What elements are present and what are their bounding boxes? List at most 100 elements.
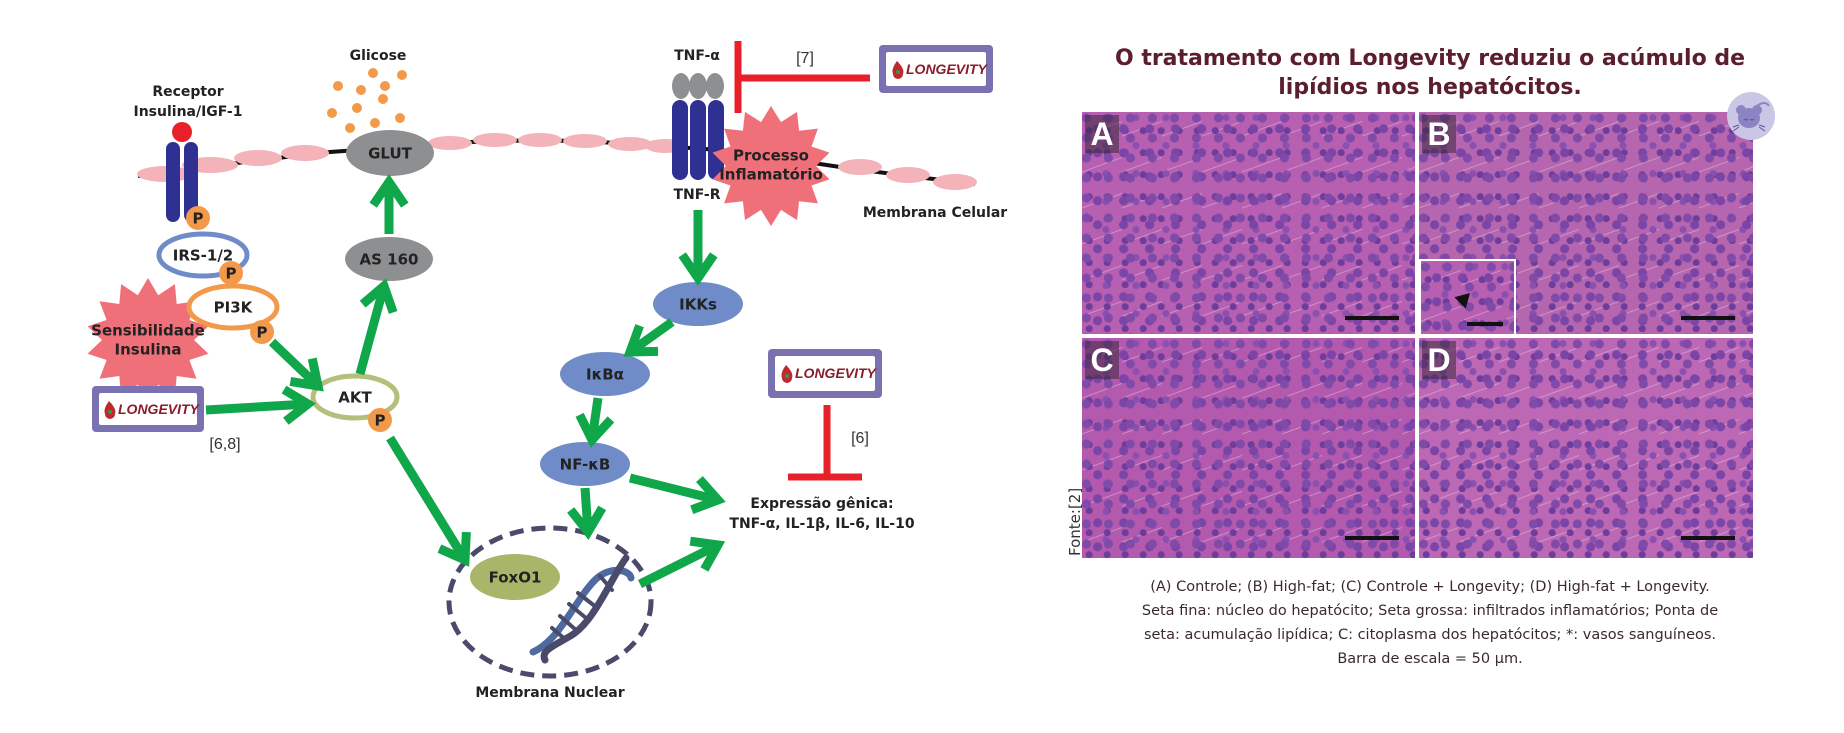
svg-text:LONGEVITY: LONGEVITY — [118, 401, 201, 417]
svg-text:Insulina: Insulina — [115, 341, 182, 359]
ref-akt: [6,8] — [209, 436, 240, 453]
svg-text:GLUT: GLUT — [368, 145, 413, 163]
ref-tnf: [7] — [796, 50, 814, 67]
source-label: Fonte:[2] — [1066, 487, 1084, 556]
inhibition-tnf — [734, 41, 870, 113]
title-line-2: lipídios nos hepatócitos. — [1278, 75, 1582, 100]
panel-label-b: B — [1422, 115, 1456, 153]
cell-membrane-label: Membrana Celular — [863, 205, 1007, 221]
pi3k-phospho: P — [250, 320, 274, 344]
svg-text:AS 160: AS 160 — [360, 251, 419, 269]
scale-bar — [1681, 536, 1735, 540]
svg-text:P: P — [375, 412, 386, 430]
inhibition-expression — [788, 405, 862, 481]
caption-line: seta: acumulação lipídica; C: citoplasma… — [1143, 627, 1717, 643]
figure-caption: (A) Controle; (B) High-fat; (C) Controle… — [1080, 575, 1780, 671]
scale-bar — [1467, 322, 1503, 326]
scale-bar — [1345, 316, 1399, 320]
tnf-receptor — [672, 100, 724, 180]
ref-expression: [6] — [851, 430, 869, 447]
micrograph-panel-b: B — [1419, 112, 1753, 334]
arrow-akt-to-as160 — [355, 278, 398, 376]
insulin-sensitivity-starburst: Sensibilidade Insulina — [87, 278, 209, 402]
receptor-label-line2: Insulina/IGF-1 — [134, 104, 243, 120]
receptor-label-line1: Receptor — [152, 84, 223, 100]
caption-line: Barra de escala = 50 µm. — [1337, 651, 1523, 667]
tnf-alpha-label: TNF-α — [674, 48, 720, 64]
micrograph-panel-d: D — [1419, 338, 1753, 558]
nuclear-membrane-label: Membrana Nuclear — [475, 685, 624, 701]
svg-text:IRS-1/2: IRS-1/2 — [173, 247, 234, 265]
tnf-r-label: TNF-R — [674, 187, 721, 203]
mouse-icon — [1727, 92, 1775, 140]
arrow-ikks-to-ikba — [623, 318, 675, 357]
tnf-alpha-ligands — [672, 73, 724, 99]
svg-text:Processo: Processo — [733, 147, 809, 165]
as160-node: AS 160 — [345, 237, 433, 281]
insulin-ligand-icon — [172, 122, 192, 142]
ikba-node: IκBα — [560, 352, 650, 396]
irs-phospho: P — [219, 261, 243, 285]
arrow-akt-to-foxo1 — [386, 435, 471, 567]
svg-text:P: P — [226, 265, 237, 283]
longevity-badge-tnf: LONGEVITY — [879, 45, 993, 93]
longevity-drop-icon — [781, 365, 793, 383]
pi3k-node: PI3K — [186, 283, 280, 331]
glut-node: GLUT — [346, 130, 434, 176]
svg-text:Inflamatório: Inflamatório — [719, 166, 823, 184]
receptor-phospho: P — [186, 206, 210, 230]
svg-text:AKT: AKT — [338, 389, 372, 407]
svg-text:Sensibilidade: Sensibilidade — [91, 322, 205, 340]
arrow-as160-to-glut — [369, 174, 409, 234]
svg-text:LONGEVITY: LONGEVITY — [795, 365, 878, 381]
longevity-badge-expression: LONGEVITY — [768, 349, 882, 398]
dna-icon — [529, 554, 635, 664]
arrow-longevity-to-akt — [205, 385, 316, 425]
micrograph-panel-a: A — [1082, 112, 1415, 334]
inflammatory-process-starburst: Processo Inflamatório — [712, 106, 830, 226]
nfkb-node: NF-κB — [540, 442, 630, 486]
arrow-tnfr-to-ikks — [678, 210, 718, 286]
arrow-nfkb-to-dna — [567, 487, 607, 540]
svg-text:LONGEVITY: LONGEVITY — [906, 61, 989, 77]
glucose-molecules — [327, 68, 407, 133]
scale-bar — [1345, 536, 1399, 540]
caption-line: (A) Controle; (B) High-fat; (C) Controle… — [1150, 579, 1710, 595]
panel-label-d: D — [1422, 341, 1456, 379]
gene-expression-label: Expressão gênica: — [750, 496, 893, 512]
svg-text:IκBα: IκBα — [586, 366, 624, 384]
longevity-drop-icon — [104, 401, 116, 419]
akt-phospho: P — [368, 408, 392, 432]
akt-node: AKT — [310, 373, 400, 421]
panel-label-a: A — [1085, 115, 1119, 153]
inflammatory-infiltrate-inset — [1419, 259, 1516, 334]
cell-membrane — [137, 133, 977, 190]
receptor-chain-right — [184, 142, 198, 222]
panel-label-c: C — [1085, 341, 1119, 379]
longevity-drop-icon — [892, 61, 904, 79]
activation-arrows — [205, 174, 726, 589]
micrograph-panel-c: C — [1082, 338, 1415, 558]
nuclear-membrane — [446, 525, 654, 679]
svg-text:P: P — [193, 210, 204, 228]
arrow-pi3k-to-akt — [268, 338, 324, 392]
scale-bar — [1681, 316, 1735, 320]
histology-title: O tratamento com Longevity reduziu o acú… — [1080, 44, 1780, 102]
svg-text:P: P — [257, 324, 268, 342]
gene-expression-targets: TNF-α, IL-1β, IL-6, IL-10 — [729, 516, 914, 532]
svg-text:NF-κB: NF-κB — [560, 456, 611, 474]
svg-text:IKKs: IKKs — [679, 296, 717, 314]
micrograph-grid: A B C D — [1082, 112, 1753, 558]
arrow-dna-to-expression — [637, 536, 726, 589]
glucose-label: Glicose — [350, 48, 407, 64]
caption-line: Seta fina: núcleo do hepatócito; Seta gr… — [1141, 603, 1719, 619]
svg-text:FoxO1: FoxO1 — [489, 569, 542, 587]
receptor-chain-left — [166, 142, 180, 222]
ikks-node: IKKs — [653, 282, 743, 326]
svg-text:PI3K: PI3K — [214, 299, 254, 317]
title-line-1: O tratamento com Longevity reduziu o acú… — [1114, 46, 1746, 71]
longevity-badge-insulin: LONGEVITY — [92, 386, 204, 432]
arrow-nfkb-to-expression — [628, 473, 726, 514]
arrow-ikba-to-nfkb — [575, 397, 615, 448]
foxo1-node: FoxO1 — [470, 554, 560, 600]
